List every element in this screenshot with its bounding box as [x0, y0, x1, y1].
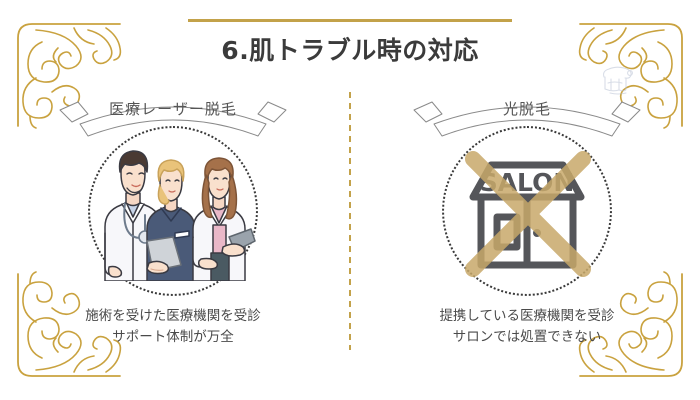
ribbon-banner-right: 光脱毛: [412, 88, 642, 140]
panel-medical-laser: 医療レーザー脱毛: [8, 88, 338, 354]
panel-light-hair-removal: 光脱毛 SALON: [362, 88, 692, 354]
vertical-dashed-divider: [349, 92, 351, 350]
caption-right-line1: 提携している医療機関を受診: [439, 308, 615, 325]
caption-right-line2: サロンでは処置できない: [452, 329, 602, 346]
page-title: 6.肌トラブル時の対応: [221, 36, 479, 65]
salon-shop-crossed-out-icon: SALON: [443, 141, 611, 281]
title-divider-rule: [188, 19, 512, 22]
ribbon-label-right: 光脱毛: [502, 100, 551, 118]
three-medical-staff-illustration: [89, 141, 257, 281]
illustration-circle-right: SALON: [442, 126, 612, 296]
dotted-circle-border-left: [88, 126, 258, 296]
caption-left-line1: 施術を受けた医療機関を受診: [85, 308, 261, 325]
caption-left: 施術を受けた医療機関を受診 サポート体制が万全: [8, 306, 338, 348]
caption-left-line2: サポート体制が万全: [112, 329, 234, 346]
ribbon-banner-left: 医療レーザー脱毛: [58, 88, 288, 140]
illustration-circle-left: [88, 126, 258, 296]
dotted-circle-border-right: [442, 126, 612, 296]
caption-right: 提携している医療機関を受診 サロンでは処置できない: [362, 306, 692, 348]
ribbon-label-left: 医療レーザー脱毛: [109, 100, 237, 118]
brand-watermark-logo-icon: [596, 63, 640, 96]
